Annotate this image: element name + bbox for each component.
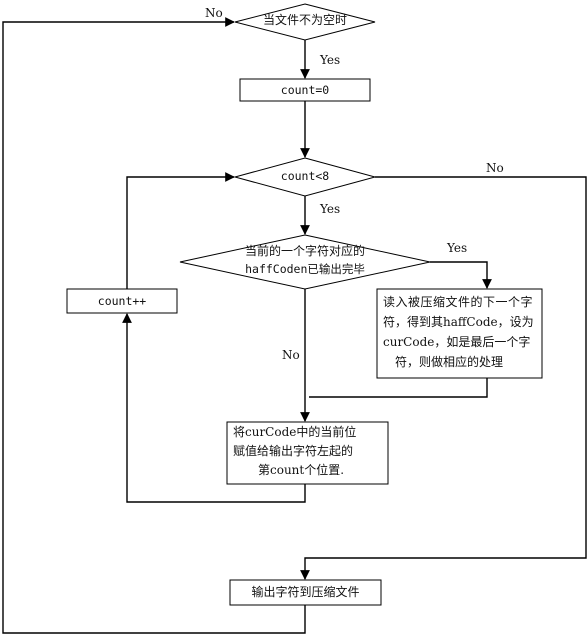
edge-label-no-haff: No [282,348,300,362]
edge-label-yes-haff: Yes [447,241,468,255]
process-read-next-label-1: 读入被压缩文件的下一个字 [383,295,534,309]
edge-label-yes-after-file: Yes [320,53,341,67]
edge-label-no-top: No [205,6,223,20]
decision-count-lt8-label: count<8 [280,169,330,183]
process-read-next-label-3: curCode，如是最后一个字 [383,335,531,349]
process-read-next-label-2: 符，得到其haffCode，设为 [383,315,534,329]
process-count-init-label: count=0 [280,83,330,97]
process-count-inc [66,288,178,314]
edge-label-yes-after-count: Yes [320,202,341,216]
process-assign-label-3: 第count个位置. [258,463,345,477]
process-read-next-label-4: 符，则做相应的处理 [395,355,504,369]
process-output-label: 输出字符到压缩文件 [251,585,360,599]
decision-haff-done-label-1: 当前的一个字符对应的 [244,244,365,258]
process-assign-label-2: 赋值给输出字符左起的 [233,444,354,458]
process-read-next [376,288,543,379]
process-count-inc-label: count++ [97,294,147,308]
process-assign [226,421,389,485]
edge-label-no-right: No [486,161,504,175]
process-output [229,579,382,606]
decision-haff-done-label-2: haffCoden已输出完毕 [245,262,365,276]
process-assign-label-1: 将curCode中的当前位 [233,425,357,439]
decision-file-not-empty-label: 当文件不为空时 [262,13,347,27]
